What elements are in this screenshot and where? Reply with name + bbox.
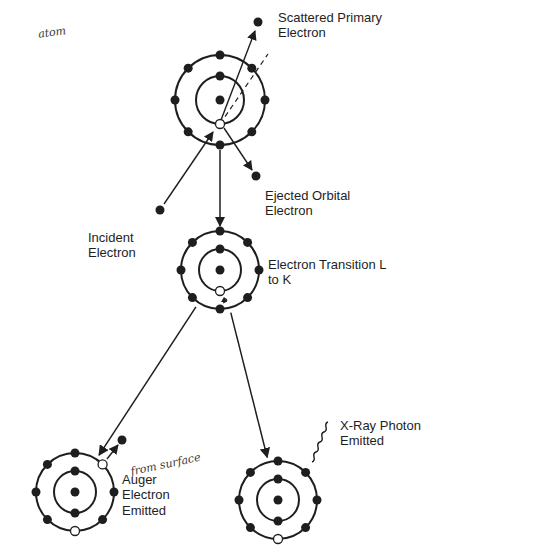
handwritten-note: from surface <box>130 450 211 479</box>
process-arrow <box>231 313 267 458</box>
atom-caption: X-Ray Photon Emitted <box>340 418 445 449</box>
atom-node: Auger Electron Emitted <box>35 452 115 532</box>
atom-shape <box>238 460 318 540</box>
orbital-electron <box>71 527 80 536</box>
photon-wave <box>312 422 328 462</box>
handwritten-note: atom <box>37 19 108 42</box>
nucleus <box>216 96 225 105</box>
k-shell <box>54 471 96 513</box>
nucleus <box>216 266 225 275</box>
atom-shape <box>174 54 266 146</box>
atom-node: X-Ray Photon Emitted <box>238 460 318 540</box>
scatter-path <box>221 31 255 120</box>
orbital-electron <box>216 287 225 296</box>
orbital-electron <box>216 305 225 314</box>
orbital-electron <box>184 64 193 73</box>
orbital-electron <box>243 293 252 302</box>
orbital-electron <box>301 523 310 532</box>
process-arrow <box>219 150 221 226</box>
orbital-electron <box>216 245 225 254</box>
orbital-electron <box>71 509 80 518</box>
scattered-electron <box>254 18 263 27</box>
atom-node: atom <box>174 54 266 146</box>
original-direction <box>220 54 268 124</box>
l-shell <box>239 461 317 539</box>
ejected-electron <box>252 172 261 181</box>
k-shell <box>199 249 241 291</box>
orbital-electron <box>247 127 256 136</box>
orbital-electron <box>43 515 52 524</box>
orbital-electron <box>301 468 310 477</box>
orbital-electron <box>184 127 193 136</box>
nucleus <box>274 496 283 505</box>
process-arrow <box>99 307 196 455</box>
orbital-electron <box>243 238 252 247</box>
k-shell <box>257 479 299 521</box>
atom-caption: Auger Electron Emitted <box>122 472 182 518</box>
orbital-electron <box>71 467 80 476</box>
auger-path <box>107 445 118 459</box>
orbital-electron <box>274 517 283 526</box>
orbital-electron <box>171 96 180 105</box>
orbital-electron <box>216 120 225 129</box>
orbital-electron <box>313 496 322 505</box>
orbital-electron <box>246 523 255 532</box>
orbital-electron <box>177 266 186 275</box>
atom-caption: Electron Transition L to K <box>268 257 393 288</box>
orbital-electron <box>216 72 225 81</box>
particle-label: Ejected Orbital Electron <box>265 188 365 219</box>
atom-shape <box>35 452 115 532</box>
orbital-electron <box>71 449 80 458</box>
orbital-electron <box>246 468 255 477</box>
orbital-electron <box>32 488 41 497</box>
orbital-electron <box>98 460 107 469</box>
k-shell <box>196 76 244 124</box>
orbital-electron <box>255 266 264 275</box>
atom-shape <box>180 230 260 310</box>
atom-node: Electron Transition L to K <box>180 230 260 310</box>
orbital-electron <box>216 141 225 150</box>
orbital-electron <box>274 535 283 544</box>
particle-label: Incident Electron <box>88 230 158 261</box>
orbital-electron <box>216 227 225 236</box>
nucleus <box>71 488 80 497</box>
orbital-electron <box>274 457 283 466</box>
l-shell <box>175 55 265 145</box>
orbital-electron <box>261 96 270 105</box>
orbital-electron <box>188 293 197 302</box>
l-shell <box>36 453 114 531</box>
orbital-electron <box>235 496 244 505</box>
transition-arrowhead <box>221 297 227 302</box>
orbital-electron <box>43 460 52 469</box>
orbital-electron <box>188 238 197 247</box>
orbital-electron <box>98 515 107 524</box>
orbital-electron <box>274 475 283 484</box>
orbital-electron <box>216 51 225 60</box>
particle-label: Scattered Primary Electron <box>278 10 396 41</box>
orbital-electron <box>247 64 256 73</box>
l-shell <box>181 231 259 309</box>
auger-electron <box>118 436 127 445</box>
incident-electron <box>156 206 165 215</box>
orbital-electron <box>110 488 119 497</box>
